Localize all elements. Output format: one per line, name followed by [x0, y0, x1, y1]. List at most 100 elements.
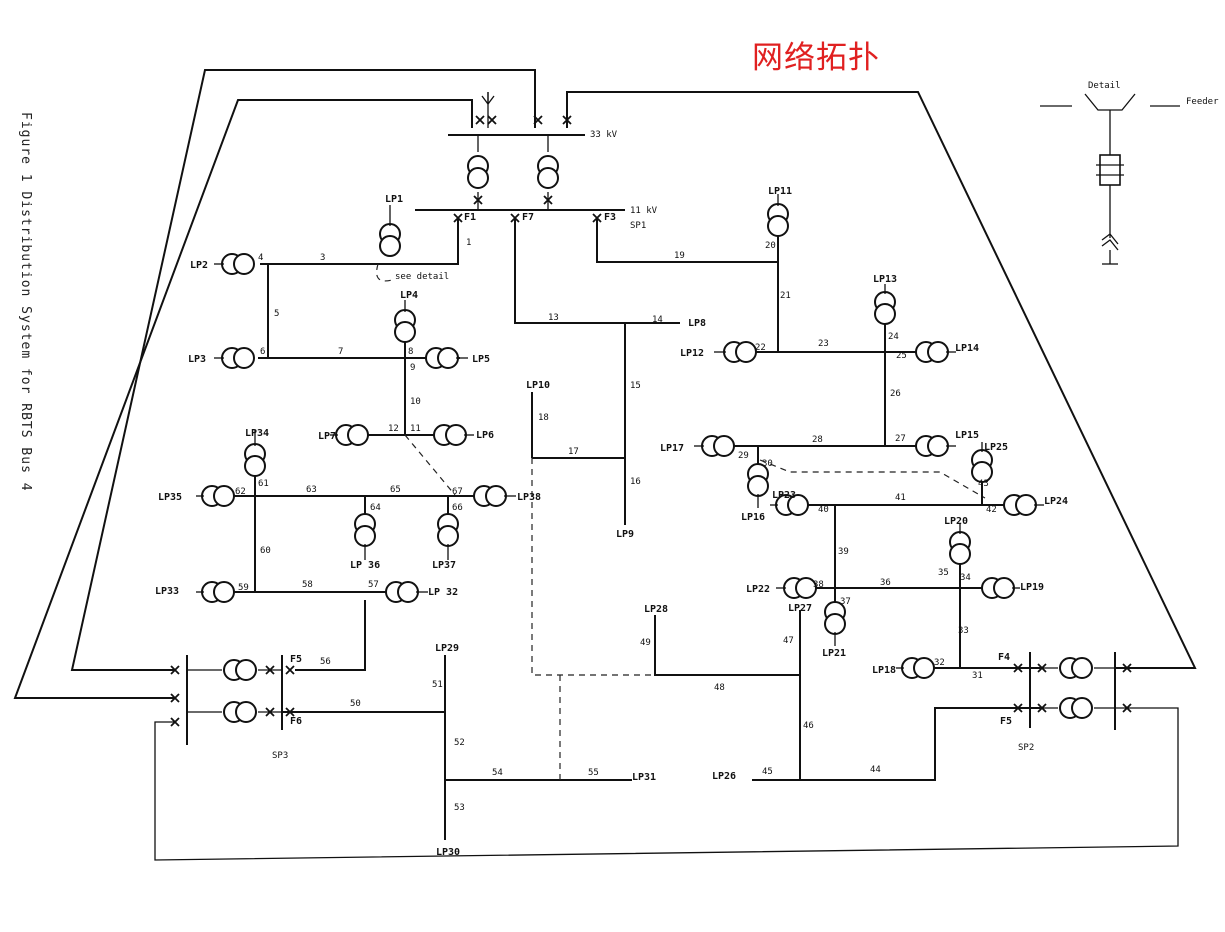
- branch-13: 13: [548, 313, 559, 323]
- branch-61: 61: [258, 479, 269, 489]
- lp22: LP22: [746, 584, 770, 595]
- branch-23: 23: [818, 339, 829, 349]
- lp14: LP14: [955, 343, 979, 354]
- branch-58: 58: [302, 580, 313, 590]
- lp33: LP33: [155, 586, 179, 597]
- branch-34: 34: [960, 573, 971, 583]
- lp8: LP8: [688, 318, 706, 329]
- feeder-f1: F1: [464, 212, 476, 223]
- figure-caption: Figure 1 Distribution System for RBTS Bu…: [18, 112, 33, 492]
- branch-33: 33: [958, 626, 969, 636]
- branch-3: 3: [320, 253, 325, 263]
- lp10: LP10: [526, 380, 550, 391]
- lp7: LP7: [318, 431, 336, 442]
- branch-37: 37: [840, 597, 851, 607]
- lp28: LP28: [644, 604, 668, 615]
- branch-40: 40: [818, 505, 829, 515]
- branch-65: 65: [390, 485, 401, 495]
- lp38: LP38: [517, 492, 541, 503]
- lp36: LP 36: [350, 560, 380, 571]
- branch-39: 39: [838, 547, 849, 557]
- detail-label: Detail: [1088, 81, 1121, 91]
- branch-66: 66: [452, 503, 463, 513]
- lp12: LP12: [680, 348, 704, 359]
- lp4: LP4: [400, 290, 418, 301]
- lp13: LP13: [873, 274, 897, 285]
- lp21: LP21: [822, 648, 846, 659]
- feeder-bottom-middle-lines: [444, 610, 1040, 840]
- branch-8: 8: [408, 347, 413, 357]
- branch-17: 17: [568, 447, 579, 457]
- lp34: LP34: [245, 428, 269, 439]
- lp30: LP30: [436, 847, 460, 858]
- branch-6: 6: [260, 347, 265, 357]
- branch-62: 62: [235, 487, 246, 497]
- branch-64: 64: [370, 503, 381, 513]
- branch-29: 29: [738, 451, 749, 461]
- branch-labels: 1 3 4 5 6 7 8 9 10 11 12 13 14 15 16 17 …: [235, 238, 997, 813]
- feeder-f3: F3: [604, 212, 616, 223]
- branch-59: 59: [238, 583, 249, 593]
- branch-38: 38: [813, 580, 824, 590]
- feeder-f4: F4: [998, 652, 1010, 663]
- lp1: LP1: [385, 194, 403, 205]
- branch-48: 48: [714, 683, 725, 693]
- page-title: 网络拓扑: [752, 40, 880, 76]
- branch-55: 55: [588, 768, 599, 778]
- lp19: LP19: [1020, 582, 1044, 593]
- lp15: LP15: [955, 430, 979, 441]
- feeder-f1-lines: [258, 218, 460, 436]
- lp25: LP25: [984, 442, 1008, 453]
- substation-sp1: [415, 92, 625, 223]
- feeder-f5: F5: [1000, 716, 1012, 727]
- label-sp2: SP2: [1018, 743, 1034, 753]
- branch-54: 54: [492, 768, 503, 778]
- branch-47: 47: [783, 636, 794, 646]
- lp20: LP20: [944, 516, 968, 527]
- branch-4: 4: [258, 253, 263, 263]
- branch-60: 60: [260, 546, 271, 556]
- branch-22: 22: [755, 343, 766, 353]
- lp31: LP31: [632, 772, 656, 783]
- branch-5: 5: [274, 309, 279, 319]
- branch-25: 25: [896, 351, 907, 361]
- branch-11: 11: [410, 424, 421, 434]
- lp9: LP9: [616, 529, 634, 540]
- lp35: LP35: [158, 492, 182, 503]
- branch-15: 15: [630, 381, 641, 391]
- supply-loop-lines: [13, 69, 1197, 861]
- load-point-labels: LP1 LP2 LP3 LP4 LP5 LP6 LP7 LP8 LP9 LP10…: [155, 186, 1068, 858]
- feeder-left-middle-lines: [230, 470, 478, 671]
- lp24: LP24: [1044, 496, 1068, 507]
- branch-36: 36: [880, 578, 891, 588]
- lp26: LP26: [712, 771, 736, 782]
- branch-52: 52: [454, 738, 465, 748]
- feeder-f7: F7: [522, 212, 534, 223]
- branch-49: 49: [640, 638, 651, 648]
- lp29: LP29: [435, 643, 459, 654]
- lp3: LP3: [188, 354, 206, 365]
- feeder-f7-lines: [514, 218, 680, 676]
- lp37: LP37: [432, 560, 456, 571]
- branch-51: 51: [432, 680, 443, 690]
- branch-35: 35: [938, 568, 949, 578]
- branch-45: 45: [762, 767, 773, 777]
- feeder-f4-lines: [805, 478, 1040, 669]
- branch-56: 56: [320, 657, 331, 667]
- branch-57: 57: [368, 580, 379, 590]
- branch-41: 41: [895, 493, 906, 503]
- branch-16: 16: [630, 477, 641, 487]
- see-detail-note: see detail: [395, 272, 449, 282]
- branch-7: 7: [338, 347, 343, 357]
- lp23: LP23: [772, 490, 796, 501]
- branch-1: 1: [466, 238, 471, 248]
- branch-24: 24: [888, 332, 899, 342]
- branch-63: 63: [306, 485, 317, 495]
- feeder-f6: F6: [290, 716, 302, 727]
- feeder-f5-left: F5: [290, 654, 302, 665]
- branch-43: 43: [978, 479, 989, 489]
- branch-67: 67: [452, 487, 463, 497]
- detail-inset: [1040, 93, 1180, 265]
- branch-31: 31: [972, 671, 983, 681]
